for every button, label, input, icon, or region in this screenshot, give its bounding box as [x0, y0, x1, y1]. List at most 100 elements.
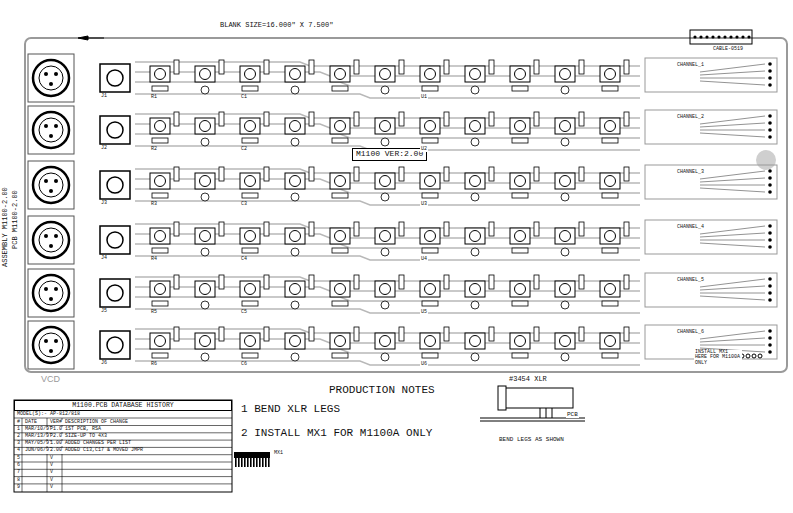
resistor-symbol [534, 167, 539, 181]
trimpot-body [285, 333, 305, 349]
trace [700, 293, 765, 294]
capacitor-symbol [561, 248, 569, 256]
table-cell: DATE [24, 420, 38, 425]
resistor-symbol [602, 301, 618, 306]
resistor-symbol [489, 112, 494, 126]
trimpot-body [285, 118, 305, 134]
trimpot-dial [380, 284, 391, 295]
xlr-inner [39, 281, 63, 305]
resistor-symbol [152, 301, 168, 306]
trimpot-dial [335, 231, 346, 242]
trimpot-dial [560, 231, 571, 242]
xlr-pin [44, 339, 48, 343]
resistor-symbol [512, 301, 528, 306]
resistor-symbol [444, 275, 449, 289]
channel-label: CHANNEL_4 [676, 225, 705, 230]
trace [700, 345, 765, 346]
trimpot-dial [200, 336, 211, 347]
resistor-symbol [489, 222, 494, 236]
xlr-pin [44, 72, 48, 76]
trimpot-dial [470, 336, 481, 347]
resistor-symbol [444, 222, 449, 236]
mx1-pin [238, 458, 240, 467]
trace [700, 338, 765, 342]
resistor-symbol [174, 275, 179, 289]
mx1-pin [259, 458, 261, 467]
resistor-symbol [174, 167, 179, 181]
box-text: M1100.PCB DATABASE HISTORY [17, 402, 229, 409]
trace [700, 81, 765, 85]
trace [135, 349, 640, 353]
xlr-side-flange [498, 386, 506, 410]
xlr-body [28, 106, 74, 154]
trimpot-dial [155, 231, 166, 242]
resistor-symbol [242, 86, 258, 91]
xlr-pin [54, 72, 58, 76]
pin [693, 35, 696, 38]
table-cell: ADDED C13,C17 & MOVED JMPR [64, 448, 144, 453]
trimpot-body [510, 118, 530, 134]
pin [768, 114, 772, 118]
capacitor-symbol [291, 301, 299, 309]
resistor-symbol [354, 327, 359, 341]
trimpot-dial [335, 176, 346, 187]
xlr-side-body [505, 388, 573, 408]
trace [700, 185, 765, 186]
pin [768, 169, 772, 173]
table-cell: 2 [16, 434, 21, 439]
resistor-symbol [152, 193, 168, 198]
resistor-symbol [422, 301, 438, 306]
resistor-symbol [512, 248, 528, 253]
trimpot-dial [560, 284, 571, 295]
watermark: VCD [40, 375, 61, 384]
xlr-body [28, 321, 74, 369]
trimpot-dial [155, 176, 166, 187]
table-cell: VER# [49, 420, 63, 425]
part-label: J4 [100, 256, 108, 261]
trace [135, 201, 640, 205]
resistor-symbol [219, 167, 224, 181]
trimpot-body [555, 333, 575, 349]
resistor-symbol [219, 112, 224, 126]
resistor-symbol [444, 167, 449, 181]
channel-label: CHANNEL_2 [676, 115, 705, 120]
trimpot-body [195, 173, 215, 189]
xlr-pin [54, 124, 58, 128]
resistor-symbol [174, 222, 179, 236]
trimpot-body [600, 333, 620, 349]
resistor-symbol [332, 353, 348, 358]
note-text: #3454 XLR [508, 376, 548, 383]
trimpot-body [285, 66, 305, 82]
resistor-symbol [602, 86, 618, 91]
capacitor-symbol [201, 86, 209, 94]
resistor-symbol [264, 167, 269, 181]
trace [135, 244, 640, 248]
trace [700, 123, 765, 127]
jack-body [100, 64, 130, 92]
capacitor-symbol [201, 248, 209, 256]
trimpot-body [420, 173, 440, 189]
capacitor-symbol [471, 138, 479, 146]
mx1-pin [235, 458, 237, 467]
part-label: U4 [420, 257, 428, 262]
trimpot-dial [515, 284, 526, 295]
xlr-body [28, 54, 74, 102]
mx1-pin [256, 458, 258, 467]
xlr-pin [54, 234, 58, 238]
trimpot-dial [470, 231, 481, 242]
capacitor-symbol [291, 193, 299, 201]
trace [700, 243, 765, 247]
trimpot-body [285, 173, 305, 189]
resistor-symbol [444, 112, 449, 126]
trace [135, 169, 640, 173]
resistor-symbol [489, 167, 494, 181]
version-box: M1100 VER:2.00 [352, 148, 427, 161]
capacitor-symbol [471, 353, 479, 361]
pin [768, 231, 772, 235]
trimpot-body [420, 66, 440, 82]
xlr-pin [49, 134, 53, 138]
xlr-pin [44, 124, 48, 128]
mx1-pin [250, 458, 252, 467]
note-text: 2 INSTALL MX1 FOR M1100A ONLY [240, 428, 433, 440]
xlr-pin [49, 189, 53, 193]
